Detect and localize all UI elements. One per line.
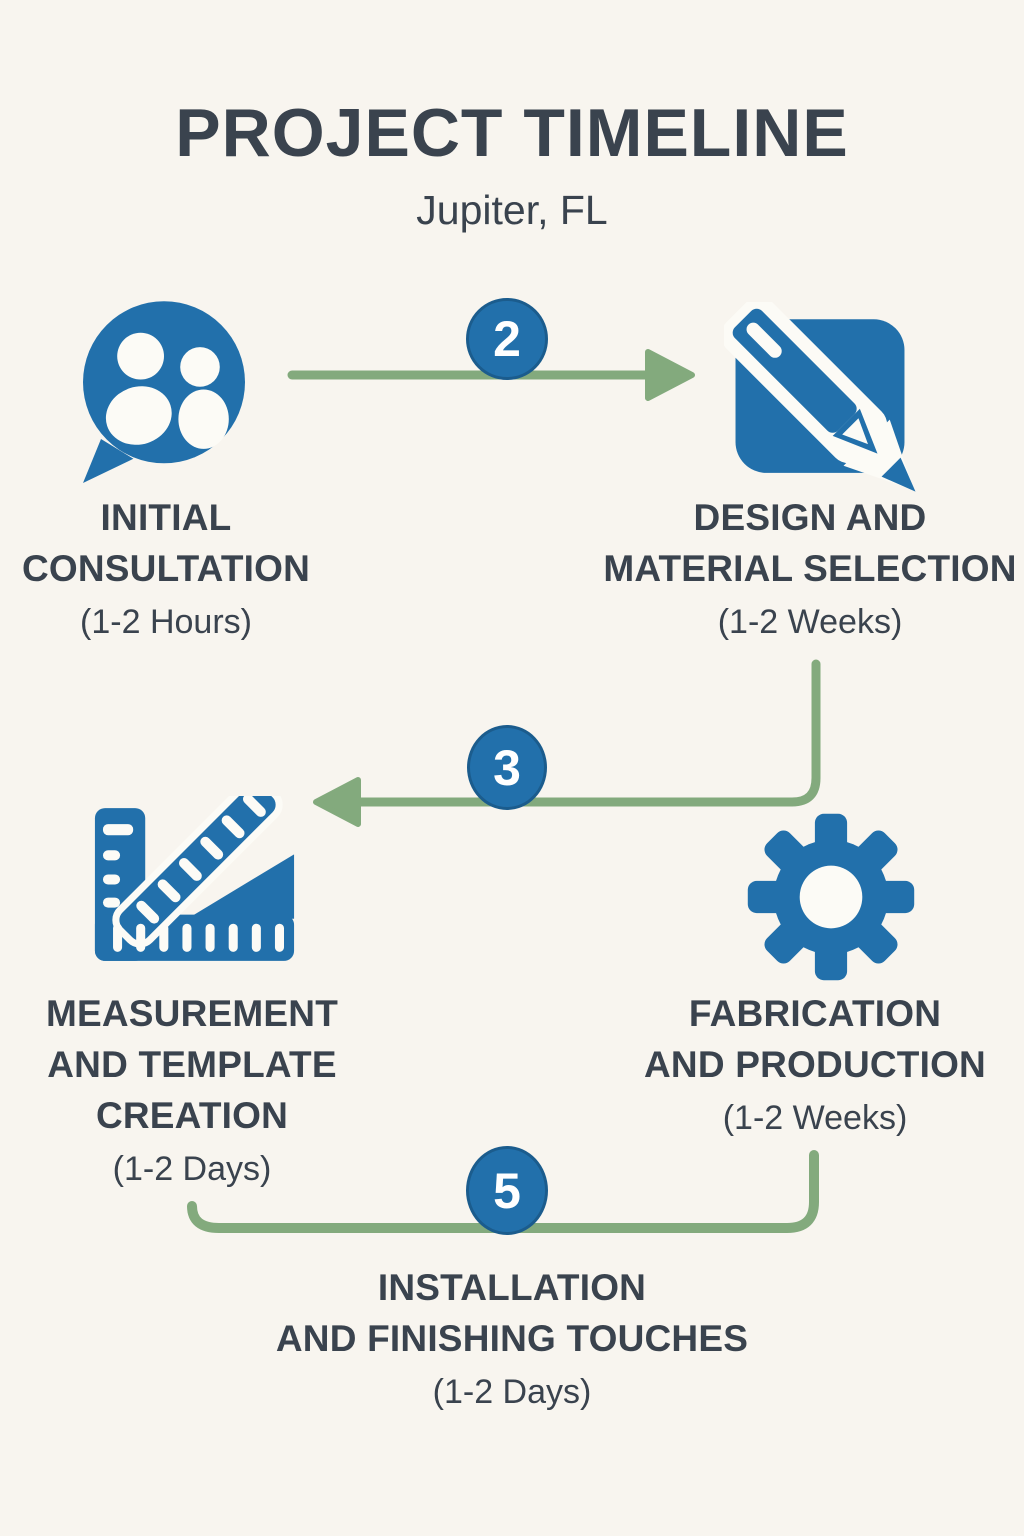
step-3-label-line: CREATION	[95, 1095, 289, 1136]
step-1-label-line: CONSULTATION	[21, 548, 311, 589]
step-5-badge: 5	[466, 1146, 548, 1235]
step-2-badge-number: 2	[493, 311, 521, 367]
step-5-label-line: INSTALLATION	[377, 1267, 647, 1308]
step-3-duration: (1-2 Days)	[112, 1150, 272, 1188]
step-1-text: INITIAL CONSULTATION (1-2 Hours)	[0, 492, 332, 645]
pencil-square-icon	[724, 302, 916, 494]
step-2-label-line: MATERIAL SELECTION	[603, 548, 1017, 589]
step-3-badge: 3	[467, 725, 547, 810]
step-2-label-line: DESIGN AND	[693, 497, 927, 538]
connector-step2-step3-arrow	[313, 659, 821, 827]
connector-step4-step5-bracket	[187, 1150, 819, 1233]
step-1-duration: (1-2 Hours)	[80, 603, 252, 641]
step-5-text: INSTALLATION AND FINISHING TOUCHES (1-2 …	[212, 1262, 812, 1415]
step-4-label-line: AND PRODUCTION	[644, 1044, 986, 1085]
page-title: PROJECT TIMELINE	[175, 95, 849, 171]
step-3-label-line: MEASUREMENT	[45, 993, 339, 1034]
step-3-text: MEASUREMENT AND TEMPLATE CREATION (1-2 D…	[2, 988, 382, 1192]
page-subtitle: Jupiter, FL	[416, 187, 608, 233]
step-3-label-line: AND TEMPLATE	[47, 1044, 337, 1085]
step-3-badge-number: 3	[493, 739, 521, 796]
step-4-duration: (1-2 Weeks)	[722, 1099, 908, 1137]
connector-step1-step2-arrow	[287, 349, 695, 401]
step-5-badge-number: 5	[493, 1162, 521, 1219]
step-5-duration: (1-2 Days)	[432, 1373, 592, 1411]
chat-people-icon	[74, 296, 254, 491]
measurement-template-icon	[86, 796, 304, 972]
step-5-label-line: AND FINISHING TOUCHES	[275, 1318, 749, 1359]
step-4-label-line: FABRICATION	[688, 993, 942, 1034]
step-2-badge: 2	[466, 298, 548, 380]
step-4-text: FABRICATION AND PRODUCTION (1-2 Weeks)	[585, 988, 1024, 1141]
step-2-duration: (1-2 Weeks)	[717, 603, 903, 641]
gear-icon	[746, 812, 916, 982]
step-1-label-line: INITIAL	[100, 497, 232, 538]
step-2-text: DESIGN AND MATERIAL SELECTION (1-2 Weeks…	[570, 492, 1024, 645]
